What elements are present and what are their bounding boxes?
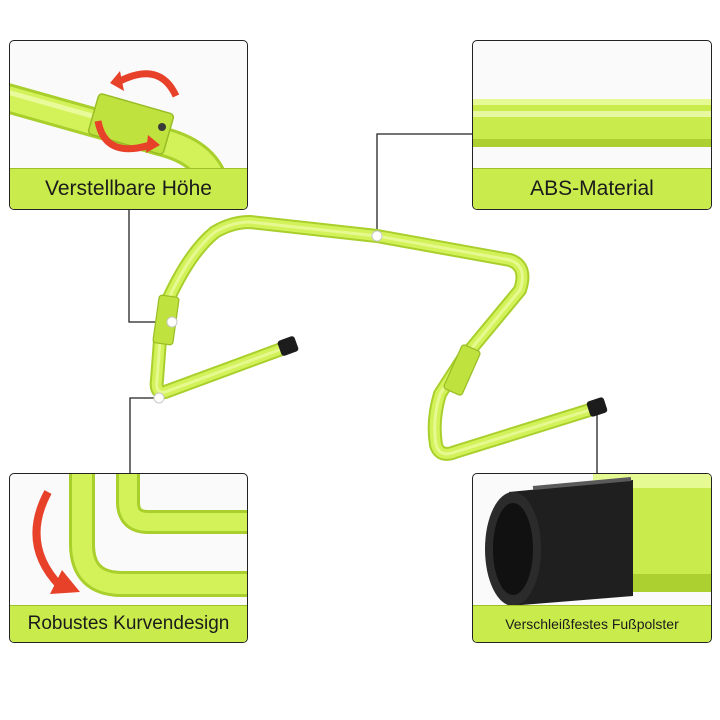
callout-label: Verschleißfestes Fußpolster: [473, 605, 711, 642]
callout-curve-design: Robustes Kurvendesign: [9, 473, 248, 643]
tube-closeup: [473, 99, 711, 147]
callout-foot-pad: Verschleißfestes Fußpolster: [472, 473, 712, 643]
callout-label: Robustes Kurvendesign: [10, 605, 247, 642]
callout-dots: [153, 230, 383, 404]
callout-abs-material: ABS-Material: [472, 40, 712, 210]
rotate-arrows-icon: [94, 70, 180, 153]
curve-closeup: [32, 474, 247, 597]
joint-sleeves: [152, 294, 481, 396]
foot-caps: [277, 336, 608, 417]
callout-label: ABS-Material: [473, 168, 711, 209]
callout-adjustable-height: Verstellbare Höhe: [9, 40, 248, 210]
leader-line-material: [376, 133, 472, 236]
callout-label: Verstellbare Höhe: [10, 168, 247, 209]
curved-arrow-icon: [32, 490, 80, 594]
leader-line-curve: [129, 397, 159, 473]
hurdle-frame: [149, 215, 603, 461]
foot-pad-closeup: [485, 474, 711, 606]
